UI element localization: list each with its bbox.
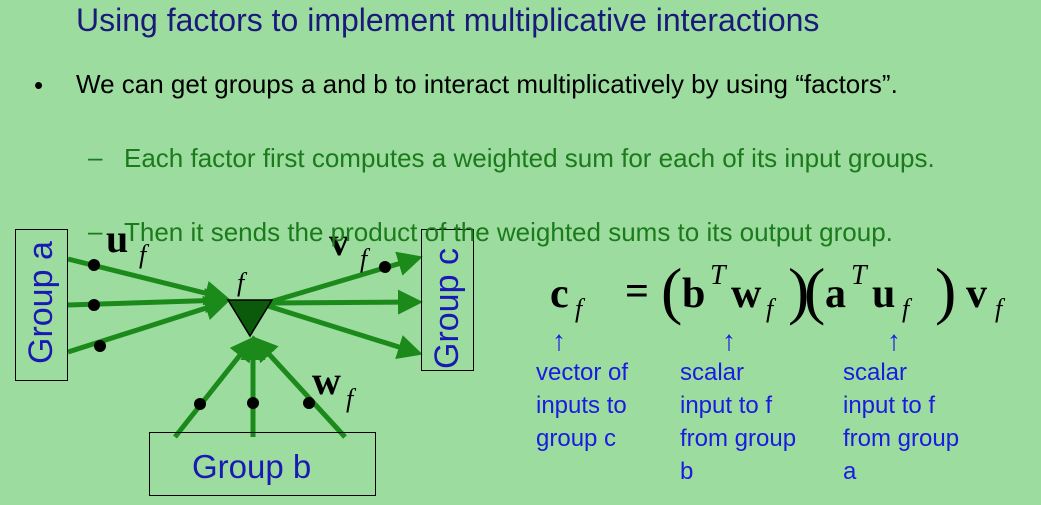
group-b-box <box>149 432 376 496</box>
v-label: v <box>329 219 349 264</box>
eq-v: v <box>966 271 987 317</box>
sub-bullet-marker-2: – <box>88 216 103 246</box>
group-a-label: Group a <box>22 241 60 364</box>
weight-dot <box>303 397 315 409</box>
weight-dot <box>194 398 206 410</box>
sub-bullet-2: Then it sends the product of the weighte… <box>124 217 893 247</box>
group-c-box <box>421 229 474 371</box>
eq-a: a <box>825 271 846 317</box>
eq-u: u <box>872 271 896 317</box>
eq-paren-4: ) <box>935 255 957 326</box>
bullet-marker: • <box>34 70 44 100</box>
arrow-up-icon: ↑ <box>722 325 736 356</box>
w-subscript: f <box>346 384 354 413</box>
eq-paren-3: ( <box>804 255 826 326</box>
v-connection-2 <box>269 289 423 315</box>
a-description: scalar input to f from group a <box>843 359 960 485</box>
eq-u-sub: f <box>902 294 910 323</box>
c-description: vector of inputs to group c <box>536 359 629 452</box>
w-label: w <box>312 358 341 403</box>
eq-equals: = <box>625 269 649 315</box>
w-connection-3 <box>252 336 347 439</box>
factor-node <box>226 299 274 338</box>
u-connection-3 <box>67 296 230 355</box>
arrow-up-icon: ↑ <box>887 325 901 356</box>
eq-b: b <box>682 271 706 317</box>
bullet-text: We can get groups a and b to interact mu… <box>76 69 898 99</box>
weight-dot <box>247 397 259 409</box>
weight-dot <box>94 340 106 352</box>
group-a-box <box>15 229 68 381</box>
weight-dot <box>379 261 391 273</box>
eq-b-T: T <box>710 260 726 291</box>
eq-w-sub: f <box>766 294 774 323</box>
u-label: u <box>106 216 129 261</box>
u-subscript: f <box>139 240 147 269</box>
group-c-label: Group c <box>428 248 466 369</box>
slide-title: Using factors to implement multiplicativ… <box>76 2 820 38</box>
eq-v-sub: f <box>995 294 1003 323</box>
eq-paren-1: ( <box>661 255 683 326</box>
arrow-up-icon: ↑ <box>552 325 566 356</box>
sub-bullet-marker-1: – <box>88 142 103 172</box>
group-b-label: Group b <box>192 448 312 485</box>
v-connection-1 <box>269 251 423 305</box>
eq-a-T: T <box>851 260 867 291</box>
b-description: scalar input to f from group b <box>680 359 797 485</box>
eq-paren-2: ) <box>788 255 810 326</box>
eq-c-sub: f <box>575 294 583 323</box>
v-subscript: f <box>360 244 368 273</box>
v-connection-3 <box>267 303 423 359</box>
eq-w: w <box>731 271 762 317</box>
weight-dot <box>88 299 100 311</box>
w-connection-1 <box>173 336 256 439</box>
factor-label: f <box>237 268 245 297</box>
eq-c: c <box>550 271 569 317</box>
weight-dot <box>88 259 100 271</box>
sub-bullet-1: Each factor first computes a weighted su… <box>124 143 935 173</box>
equation: c f = ( b T w f ) ( a T u f ) v f <box>548 255 1038 340</box>
